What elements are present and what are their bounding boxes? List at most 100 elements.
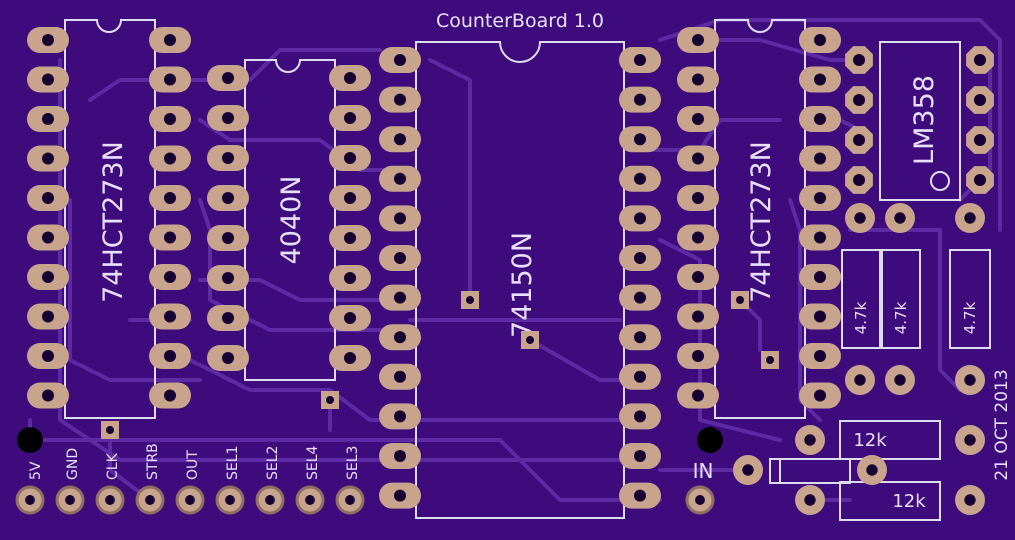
u3-pad (619, 482, 661, 509)
u4-pad (677, 145, 719, 172)
u1-pad (149, 27, 191, 53)
u4-pad (677, 303, 719, 330)
header-label-5v: 5V (28, 461, 44, 480)
r2-pad (885, 203, 915, 233)
via (101, 421, 119, 439)
header-label-strb: STRB (145, 443, 161, 480)
u5-pad (845, 166, 873, 194)
r4-label: 12k (853, 430, 887, 451)
u4-pad (677, 66, 719, 93)
u3-pad (379, 86, 421, 113)
u4-pad (677, 343, 719, 369)
via (461, 291, 479, 309)
u3-pad (379, 324, 421, 351)
header-pad (55, 485, 85, 515)
u4-pad (799, 382, 841, 409)
u4-outline (714, 19, 806, 419)
header-pad (175, 485, 205, 515)
u1-label: 74HCT273N (98, 141, 129, 303)
input-pad (685, 485, 715, 515)
u2-pad (329, 225, 371, 251)
u1-pad (149, 106, 191, 132)
u4-pad (677, 264, 719, 290)
r1-outline (841, 249, 881, 349)
u1-pad (27, 27, 69, 53)
u1-pad (149, 264, 191, 290)
pads (15, 27, 994, 515)
r2-label: 4.7k (892, 301, 910, 334)
u4-pad (799, 27, 841, 53)
header-pad (15, 485, 45, 515)
diode-outline (769, 458, 851, 484)
r3-pad (955, 203, 985, 233)
u2-pad (207, 305, 249, 331)
u1-pad (27, 382, 69, 409)
u5-pad (966, 126, 994, 154)
r5-pad (795, 485, 825, 515)
r4-outline (839, 420, 941, 460)
u3-pad (379, 165, 421, 192)
r3-label: 4.7k (961, 301, 979, 334)
u3-pad (619, 205, 661, 232)
r5-label: 12k (892, 491, 926, 512)
header-label-sel3: SEL3 (345, 446, 361, 480)
u2-pad (207, 345, 249, 371)
u2-pad (329, 105, 371, 131)
u2-pad (207, 105, 249, 131)
u1-pad (27, 185, 69, 211)
u1-pad (27, 264, 69, 290)
via (731, 291, 749, 309)
u4-pad (677, 224, 719, 251)
u1-pad (27, 303, 69, 330)
u1-pad (149, 185, 191, 211)
u1-pad (27, 343, 69, 369)
u2-pad (329, 265, 371, 291)
u4-pad (677, 27, 719, 53)
r5-outline (839, 481, 941, 521)
r1-label: 4.7k (852, 301, 870, 334)
board-title: CounterBoard 1.0 (436, 10, 604, 32)
via (761, 351, 779, 369)
r3-outline (949, 249, 991, 349)
u2-pad (329, 305, 371, 331)
header-labels: 5V GND CLK STRB OUT SEL1 SEL2 SEL4 SEL3 (28, 443, 361, 480)
header-label-clk: CLK (105, 452, 121, 480)
u3-pad (619, 126, 661, 153)
r3-pad (955, 365, 985, 395)
u3-pad (379, 205, 421, 232)
u3-pad (619, 363, 661, 390)
u5-pad (966, 86, 994, 114)
u2-pad (207, 185, 249, 211)
header-pad (215, 485, 245, 515)
u3-pad (619, 165, 661, 192)
u1-pad (149, 303, 191, 330)
u1-pad (149, 145, 191, 172)
u4-pad (799, 224, 841, 251)
r4-pad (795, 425, 825, 455)
header-label-sel4: SEL4 (305, 445, 321, 480)
u5-pad (845, 86, 873, 114)
u3-pad (619, 324, 661, 351)
u2-pad (329, 185, 371, 211)
via (321, 391, 339, 409)
u3-pad (379, 363, 421, 390)
u1-outline (64, 19, 156, 419)
u4-pad (799, 343, 841, 369)
u1-pad (27, 66, 69, 93)
u2-pad (329, 145, 371, 171)
header-pad (135, 485, 165, 515)
header-pad (255, 485, 285, 515)
u4-pad (799, 185, 841, 211)
u2-outline (244, 59, 336, 381)
u2-pad (207, 265, 249, 291)
u3-pad (619, 403, 661, 430)
diode-pad (857, 455, 887, 485)
input-label: IN (693, 459, 714, 483)
mounting-hole-right (697, 427, 723, 453)
u2-pad (207, 145, 249, 171)
r1-pad (845, 365, 875, 395)
u2-pad (207, 65, 249, 91)
via (521, 331, 539, 349)
u3-pad (379, 126, 421, 153)
